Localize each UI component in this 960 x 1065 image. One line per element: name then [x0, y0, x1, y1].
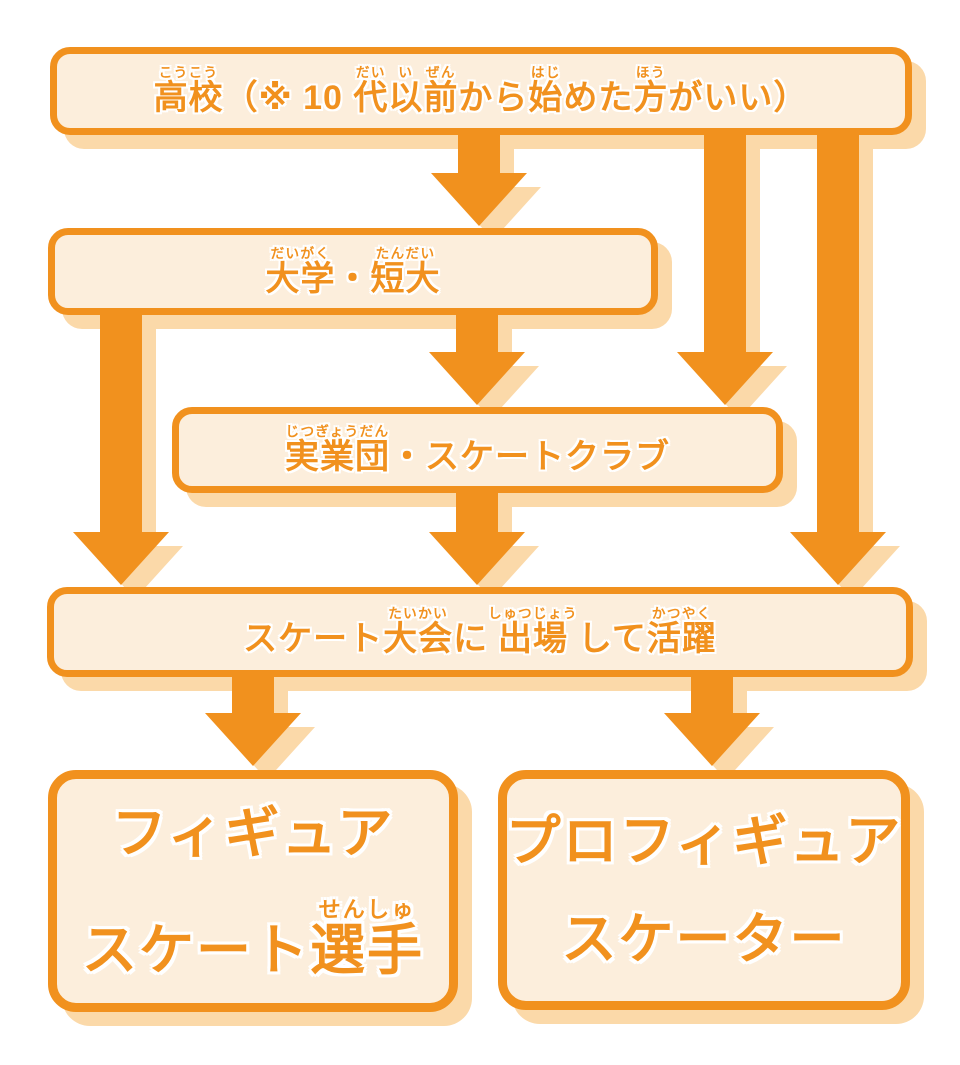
arrow-university-to-corporate	[429, 310, 525, 405]
arrow-highschool-to-corporate	[677, 128, 773, 405]
arrow-shadow-competition-to-pro_skater	[678, 686, 774, 780]
arrow-shadow-highschool-to-university	[445, 142, 541, 240]
arrow-corporate-to-competition	[429, 488, 525, 585]
flow-box-figure-skater-label: フィギュア スケート選手せんしゅ	[82, 803, 424, 980]
flow-box-corporate-skate-club: 実業団じつぎょうだん・スケートクラブ	[172, 407, 783, 493]
arrow-shadow-highschool-to-corporate	[691, 142, 787, 419]
flow-box-figure-skater-line2: スケート選手せんしゅ	[81, 896, 425, 981]
arrow-shadow-university-to-corporate	[443, 324, 539, 419]
flow-box-pro-figure-skater-line2: スケーター	[561, 908, 847, 970]
arrow-shadow-corporate-to-competition	[443, 502, 539, 599]
flow-box-figure-skater: フィギュア スケート選手せんしゅ	[48, 770, 458, 1012]
arrow-competition-to-pro_skater	[664, 672, 760, 766]
arrow-shadow-competition-to-figure_skater	[219, 686, 315, 780]
flow-box-figure-skater-line1: フィギュア	[111, 801, 395, 864]
flow-box-highschool: 高校こうこう（※ 10 代だい以い前ぜんから始はじめた方ほうがいい）	[50, 47, 912, 135]
arrow-highschool-to-university	[431, 128, 527, 226]
arrow-shadow-highschool-to-competition	[804, 142, 900, 599]
flow-box-skate-competition-label: スケート大会たいかいに出場しゅつじょうして活躍かつやく	[243, 606, 717, 659]
flow-box-university: 大学だいがく・短大たんだい	[48, 228, 658, 315]
flow-box-pro-figure-skater-label: プロフィギュア スケーター	[506, 811, 903, 969]
flow-box-highschool-label: 高校こうこう（※ 10 代だい以い前ぜんから始はじめた方ほうがいい）	[153, 65, 809, 118]
flow-box-pro-figure-skater-line1: プロフィギュア	[505, 810, 903, 873]
arrow-competition-to-figure_skater	[205, 672, 301, 766]
flow-box-corporate-skate-club-label: 実業団じつぎょうだん・スケートクラブ	[285, 424, 670, 477]
flow-box-pro-figure-skater: プロフィギュア スケーター	[498, 770, 910, 1010]
arrow-shadow-university-to-competition	[87, 324, 183, 599]
flow-box-skate-competition: スケート大会たいかいに出場しゅつじょうして活躍かつやく	[47, 587, 913, 677]
arrow-highschool-to-competition	[790, 128, 886, 585]
arrow-university-to-competition	[73, 310, 169, 585]
flow-box-university-label: 大学だいがく・短大たんだい	[265, 245, 441, 298]
